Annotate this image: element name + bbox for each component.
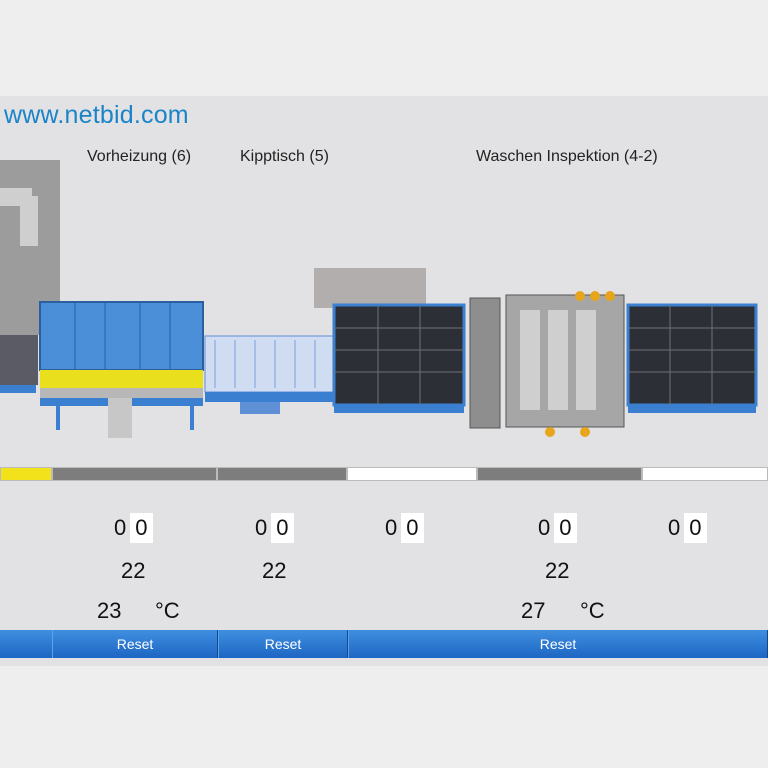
counter-value-box: 0 [130, 513, 153, 543]
reset-button-vorheizung[interactable]: Reset [52, 630, 218, 658]
inspection-unit [469, 291, 625, 437]
temperature-vorheizung: 23 [97, 598, 122, 623]
counter-value-box: 0 [684, 513, 707, 543]
exhaust-duct [0, 160, 60, 393]
temperature-unit: °C [155, 598, 180, 623]
reset-button-waschen-inspektion[interactable]: Reset [348, 630, 768, 658]
reset-button-kipptisch[interactable]: Reset [218, 630, 348, 658]
status-bar-segment-5 [477, 467, 642, 481]
status-bar-segment-4 [347, 467, 477, 481]
counter-value-box: 0 [401, 513, 424, 543]
counter-value: 0 [668, 515, 681, 540]
counter-value: 0 [114, 515, 127, 540]
reset-bar [0, 630, 768, 658]
preheat-unit [39, 301, 204, 438]
setpoint-inspektion: 22 [545, 558, 570, 583]
setpoint-vorheizung: 22 [121, 558, 146, 583]
tilt-table [204, 335, 336, 414]
counter-value-box: 0 [554, 513, 577, 543]
counter-value: 0 [255, 515, 268, 540]
temperature-inspektion: 27 [521, 598, 546, 623]
station-label-waschen-inspektion: Waschen Inspektion (4-2) [476, 148, 658, 165]
production-line-illustration [0, 160, 758, 438]
washer-unit [314, 268, 466, 413]
output-conveyor [626, 303, 758, 413]
station-label-vorheizung: Vorheizung (6) [87, 148, 192, 165]
counter-value-box: 0 [271, 513, 294, 543]
status-bar-segment-3 [217, 467, 347, 481]
status-bar-segment-6 [642, 467, 768, 481]
station-label-kipptisch: Kipptisch (5) [240, 148, 329, 165]
counter-value: 0 [385, 515, 398, 540]
status-bar-segment-1 [0, 467, 52, 481]
setpoint-kipptisch: 22 [262, 558, 287, 583]
watermark-text: www.netbid.com [4, 101, 189, 129]
counter-value: 0 [538, 515, 551, 540]
status-bar-segment-2 [52, 467, 217, 481]
temperature-unit: °C [580, 598, 605, 623]
